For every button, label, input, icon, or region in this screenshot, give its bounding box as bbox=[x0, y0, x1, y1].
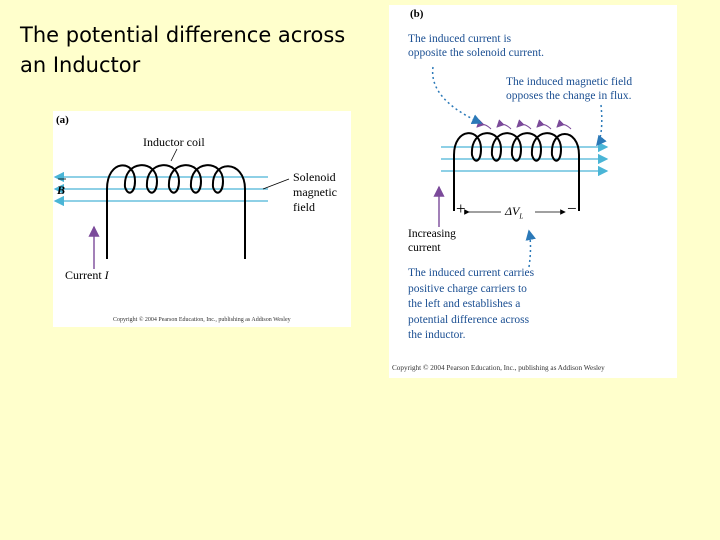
copyright-a: Copyright © 2004 Pearson Education, Inc.… bbox=[113, 317, 291, 323]
inductor-coil bbox=[106, 164, 246, 259]
delta-v-subscript: L bbox=[519, 212, 524, 221]
current-label: Current I bbox=[65, 268, 109, 283]
slide-title-line1: The potential difference across bbox=[20, 23, 346, 47]
delta-v-symbol: ΔV bbox=[505, 204, 520, 218]
inductor-coil-b bbox=[453, 132, 580, 211]
induced-field-pointer bbox=[596, 104, 607, 147]
slide-title: The potential difference across an Induc… bbox=[20, 20, 345, 80]
induced-carriers-note-line5: the inductor. bbox=[408, 329, 466, 341]
induced-current-note: The induced current is opposite the sole… bbox=[408, 32, 544, 60]
plus-terminal-sign: + bbox=[456, 199, 466, 218]
figure-a-inductor-coil: (a) Inductor coil Solenoid magnetic fiel… bbox=[53, 111, 351, 327]
solenoid-field-label-line1: Solenoid bbox=[293, 170, 336, 184]
induced-carriers-note-line1: The induced current carries bbox=[408, 267, 535, 279]
potential-difference-pointer bbox=[525, 229, 536, 268]
induced-current-pointer bbox=[432, 66, 483, 125]
b-field-label: B bbox=[57, 183, 66, 197]
increasing-current-label-line1: Increasing bbox=[408, 228, 456, 240]
panel-label-a: (a) bbox=[56, 114, 69, 126]
increasing-current-label-line2: current bbox=[408, 242, 441, 254]
magnetic-field-lines bbox=[53, 171, 268, 207]
induced-carriers-note-line3: the left and establishes a bbox=[408, 298, 521, 310]
current-symbol: I bbox=[104, 268, 109, 282]
solenoid-field-label-line2: magnetic bbox=[293, 185, 337, 199]
delta-v-label: ΔVL bbox=[505, 204, 523, 220]
copyright-b: Copyright © 2004 Pearson Education, Inc.… bbox=[392, 364, 605, 372]
figure-b-drawing bbox=[432, 66, 609, 268]
minus-terminal-sign: − bbox=[567, 199, 577, 218]
figure-b-induced-emf: (b) The induced current is opposite the … bbox=[389, 5, 677, 378]
induced-carriers-note: The induced current carries positive cha… bbox=[408, 266, 534, 344]
induced-carriers-note-line2: positive charge carriers to bbox=[408, 282, 527, 295]
induced-field-note-line2: opposes the change in flux. bbox=[506, 90, 632, 102]
induced-current-note-line1: The induced current is bbox=[408, 33, 512, 45]
figure-a-drawing bbox=[53, 148, 290, 269]
inductor-coil-label: Inductor coil bbox=[143, 135, 205, 149]
induced-current-note-line2: opposite the solenoid current. bbox=[408, 47, 545, 59]
coil-leader-line bbox=[170, 148, 178, 162]
field-leader-line bbox=[262, 178, 290, 190]
induced-field-note-line1: The induced magnetic field bbox=[506, 76, 633, 88]
induced-field-note: The induced magnetic field opposes the c… bbox=[506, 75, 632, 103]
slide-title-line2: an Inductor bbox=[20, 53, 141, 77]
induced-field-lines bbox=[441, 141, 609, 177]
increasing-current-label: Increasing current bbox=[408, 227, 456, 255]
current-label-text: Current bbox=[65, 268, 102, 282]
induced-carriers-note-line4: potential difference across bbox=[408, 313, 530, 326]
induced-current-arrows bbox=[476, 119, 572, 130]
solenoid-field-label-line3: field bbox=[293, 200, 315, 214]
panel-label-b: (b) bbox=[410, 8, 424, 20]
solenoid-field-label: Solenoid magnetic field bbox=[293, 170, 337, 215]
